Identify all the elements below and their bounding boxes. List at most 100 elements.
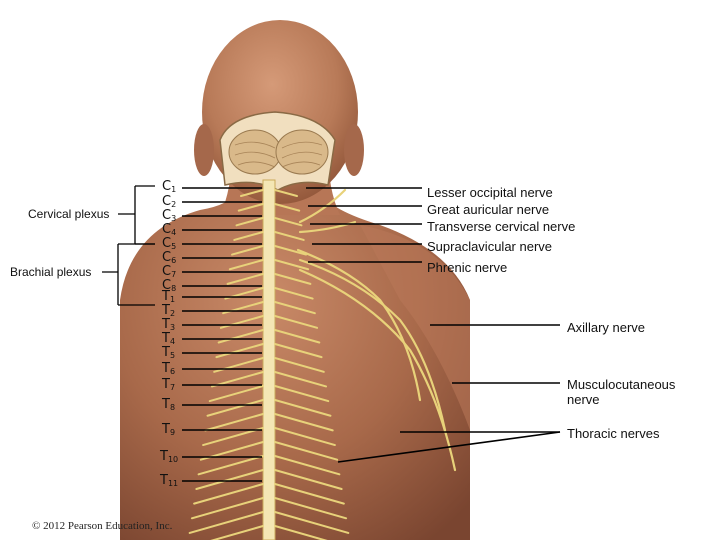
nerve-branch-right	[274, 469, 343, 490]
segment-label-t5: T5	[162, 346, 175, 360]
segment-label-t3: T3	[162, 318, 175, 332]
segment-letter: C	[162, 208, 172, 223]
nerve-branch-right	[274, 259, 310, 271]
nerve-branch-left	[206, 399, 264, 417]
musculocutaneous-nerve-label-line2: nerve	[567, 392, 600, 407]
segment-label-t11: T11	[160, 474, 178, 488]
nerve-branch-right	[274, 231, 305, 241]
cervical-plexus-label: Cervical plexus	[28, 207, 110, 221]
segment-label-t7: T7	[162, 378, 175, 392]
thoracic-nerves-label: Thoracic nerves	[567, 426, 660, 441]
segment-letter: C	[162, 194, 172, 209]
segment-number: 1	[171, 185, 177, 194]
phrenic-nerve-label: Phrenic nerve	[427, 260, 508, 275]
supraclavicular-nerve-label: Supraclavicular nerve	[427, 239, 553, 254]
segment-number: 9	[169, 428, 176, 437]
segment-letter: T	[162, 317, 170, 332]
segment-letter: T	[162, 397, 170, 412]
segment-number: 5	[171, 242, 177, 251]
nerve-branch-left	[222, 301, 264, 315]
segment-letter: T	[160, 473, 168, 488]
segment-number: 8	[169, 403, 176, 412]
segment-label-t2: T2	[162, 304, 175, 318]
nerve-branch-left	[233, 231, 264, 241]
segment-letter: C	[162, 236, 172, 251]
segment-number: 7	[169, 383, 176, 392]
nerve-branch-left	[204, 413, 264, 432]
nerve-branch-right	[274, 357, 325, 373]
segment-number: 5	[169, 351, 176, 360]
segment-label-t8: T8	[162, 398, 175, 412]
segment-label-t6: T6	[162, 362, 175, 376]
copyright-notice: © 2012 Pearson Education, Inc.	[32, 520, 173, 532]
nerve-branch-left	[219, 315, 264, 329]
nerve-branch-right	[274, 511, 350, 534]
segment-letter: T	[162, 331, 170, 346]
nerve-branch-left	[228, 259, 264, 271]
nerve-leader-line	[337, 431, 561, 463]
left-ear	[194, 124, 214, 176]
nerve-branch-left	[199, 441, 264, 461]
segment-number: 6	[169, 367, 176, 376]
nerve-branch-left	[235, 217, 264, 227]
segment-letter: C	[162, 222, 172, 237]
segment-label-c6: C6	[162, 251, 176, 265]
segment-label-c2: C2	[162, 195, 176, 209]
nerve-branch-left	[208, 385, 264, 403]
segment-number: 10	[167, 455, 179, 464]
nerve-branch-right	[274, 245, 307, 256]
nerve-branch-left	[193, 483, 264, 505]
nerve-branch-right	[274, 329, 321, 344]
segment-number: 11	[167, 479, 179, 488]
nerve-branch-left	[213, 357, 264, 373]
segment-label-c5: C5	[162, 237, 176, 251]
right-ear	[344, 124, 364, 176]
nerve-branch-right	[274, 399, 332, 417]
nerve-branch-right	[274, 427, 336, 447]
nerve-branch-left	[210, 525, 264, 540]
nerve-branch-right	[274, 525, 328, 540]
segment-number: 2	[169, 309, 176, 318]
segment-letter: C	[162, 250, 172, 265]
nerve-branch-right	[274, 343, 323, 359]
nerve-branch-right	[274, 441, 339, 461]
right-shoulder	[360, 225, 470, 430]
segment-label-c1: C1	[162, 180, 176, 194]
segment-letter: T	[162, 377, 170, 392]
nerve-branch-left	[226, 273, 264, 285]
nerve-branch-right	[274, 371, 328, 388]
nerve-branch-left	[237, 203, 264, 212]
nerve-branch-right	[274, 301, 316, 315]
spinal-cord	[262, 179, 276, 540]
segment-label-t1: T1	[162, 290, 175, 304]
musculocutaneous-nerve-label-line1: Musculocutaneous	[567, 377, 676, 392]
nerve-branch-right	[274, 273, 312, 285]
segment-label-c8: C8	[162, 279, 176, 293]
nerve-branch-right	[274, 413, 334, 432]
nerve-branch-left	[190, 497, 264, 520]
axillary-nerve-label: Axillary nerve	[567, 320, 646, 335]
nerve-branches	[188, 189, 350, 540]
segment-letter: C	[162, 278, 172, 293]
nerve-branch-right	[274, 483, 345, 505]
segment-label-c7: C7	[162, 265, 176, 279]
nerve-branch-right	[274, 455, 341, 476]
segment-label-t9: T9	[162, 423, 175, 437]
segment-letter: T	[162, 345, 170, 360]
segment-letter: T	[160, 449, 168, 464]
segment-letter: C	[162, 264, 172, 279]
nerve-branch-left	[195, 469, 264, 490]
nerve-branch-right	[274, 287, 314, 300]
nerve-branch-right	[274, 203, 301, 212]
segment-number: 1	[169, 295, 176, 304]
nerve-branch-left	[240, 189, 264, 197]
segment-number: 8	[171, 284, 177, 293]
segment-number: 4	[169, 337, 176, 346]
brachial-plexus-label: Brachial plexus	[10, 265, 92, 279]
segment-letter: T	[162, 303, 170, 318]
nerve-branch-right	[274, 315, 319, 329]
nerve-branch-right	[274, 497, 348, 520]
nerve-branch-right	[274, 217, 303, 227]
nerve-branch-left	[215, 343, 264, 359]
